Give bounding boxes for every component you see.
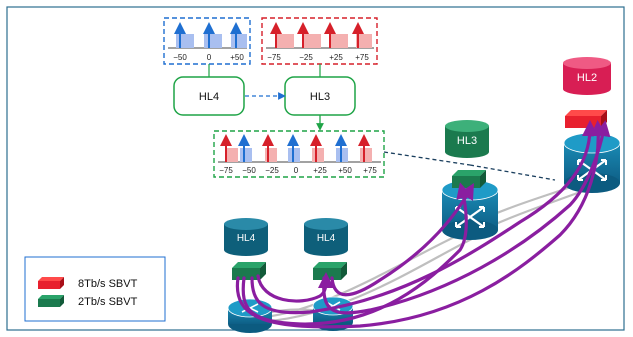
spectrum-hl3-band [330,34,348,48]
spectrum-combined-tick: −50 [242,166,256,175]
legend-swatch-2tb [38,295,64,307]
spectrum-hl4: −50 0 +50 [163,17,251,65]
spectrum-combined-tick: −75 [219,166,233,175]
legend: 8Tb/s SBVT 2Tb/s SBVT [24,256,166,322]
node-hl2 [563,57,611,95]
outer-frame [6,6,625,331]
spectrum-combined-tick: +75 [363,166,377,175]
lightpath [250,120,598,315]
spectrum-combined-tick: 0 [294,166,299,175]
connector-spectrum-to-node [383,151,471,166]
switch-left [227,298,273,333]
sbvt-2tb-right [313,262,347,280]
spectrum-combined-band [312,148,324,162]
spectrum-combined-tick: +50 [338,166,352,175]
legend-swatch-8tb [38,277,64,289]
node-hl3-label: HL3 [457,135,477,147]
spectrum-hl3-band [303,34,321,48]
box-hl4: HL4 [173,76,245,116]
node-hl4-right-label: HL4 [317,233,336,244]
connector-node-to-hl2 [469,164,556,181]
spectrum-combined-band [226,148,238,162]
sbvt-2tb-hl3 [452,170,486,188]
spectrum-combined: −75 −50 −25 0 +25 +50 +75 [213,130,385,178]
spectrum-hl4-frame [163,17,251,65]
lightpath [235,120,607,329]
spectrum-hl4-band [204,34,222,48]
spectrum-hl4-tick: −50 [173,53,187,62]
spectrum-hl4-tick: +50 [230,53,244,62]
spectrum-combined-band [265,148,277,162]
lightpath [256,272,334,303]
spectrum-combined-band [240,148,252,162]
legend-label-8tb: 8Tb/s SBVT [78,278,138,290]
spectrum-hl3-band [356,34,372,48]
spectrum-hl3-tick: +25 [329,53,343,62]
box-hl4-label: HL4 [199,91,219,103]
box-hl3-label: HL3 [310,91,330,103]
node-hl4-right [304,218,348,256]
box-hl3: HL3 [284,76,356,116]
lightpath [330,183,474,297]
spectrum-hl3: −75 −25 +25 +75 [261,17,378,65]
spectrum-hl4-band [231,34,247,48]
spectrum-hl4-tick: 0 [207,53,212,62]
spectrum-hl3-tick: −75 [267,53,281,62]
spectrum-hl3-tick: +75 [355,53,369,62]
node-hl2-label: HL2 [577,72,597,84]
node-hl4-left [224,218,268,256]
spectrum-hl3-tick: −25 [299,53,313,62]
sbvt-8tb-hl2 [565,110,607,128]
spectrum-hl4-band [176,34,194,48]
lightpaths [235,120,611,329]
spectrum-combined-band [360,148,372,162]
node-hl4-left-label: HL4 [237,233,256,244]
node-hl3 [445,120,489,158]
lightpath [322,120,611,315]
spectrum-hl3-band [276,34,294,48]
spectrum-combined-tick: −25 [265,166,279,175]
spectrum-combined-tick: +25 [313,166,327,175]
spectrum-combined-frame [213,130,385,178]
legend-label-2tb: 2Tb/s SBVT [78,296,138,308]
